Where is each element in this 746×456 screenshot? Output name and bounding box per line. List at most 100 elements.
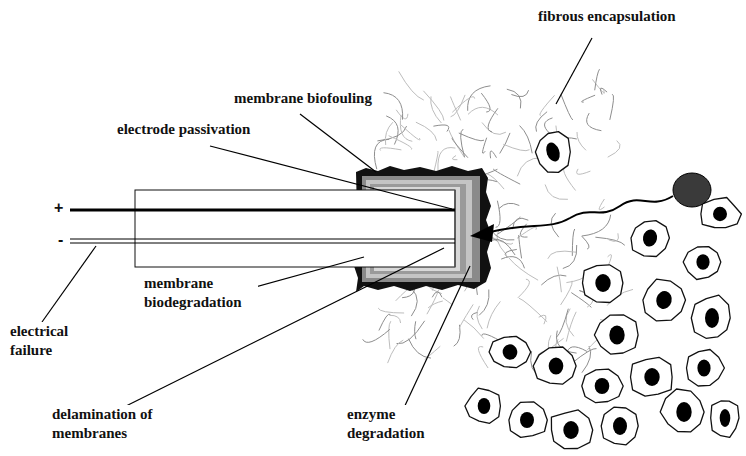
fiber bbox=[379, 314, 390, 330]
cell-nucleus bbox=[544, 141, 563, 164]
fiber bbox=[423, 91, 444, 121]
cell-membrane bbox=[582, 369, 623, 403]
inflammatory-cell bbox=[673, 173, 711, 207]
fiber bbox=[459, 304, 473, 328]
fiber bbox=[443, 298, 453, 305]
cell-nucleus bbox=[613, 417, 627, 435]
fiber bbox=[545, 118, 553, 133]
fiber bbox=[384, 93, 403, 120]
fiber bbox=[487, 174, 504, 189]
fiber bbox=[548, 251, 576, 259]
fiber bbox=[374, 139, 389, 169]
fiber bbox=[517, 227, 536, 238]
failure-mode-label: fibrous encapsulation bbox=[536, 7, 678, 26]
fiber bbox=[600, 88, 607, 95]
terminal-sign: + bbox=[52, 198, 65, 218]
fiber bbox=[487, 301, 500, 328]
fiber bbox=[496, 201, 500, 228]
fiber bbox=[592, 79, 604, 93]
leader-line bbox=[252, 257, 364, 288]
fiber bbox=[582, 95, 595, 102]
cell-membrane bbox=[465, 388, 501, 423]
fiber bbox=[397, 321, 425, 344]
cell-membrane bbox=[660, 389, 704, 432]
fiber bbox=[389, 136, 412, 150]
cell-nucleus bbox=[713, 207, 727, 221]
fiber bbox=[451, 95, 466, 117]
fiber bbox=[477, 306, 482, 329]
negative-wire bbox=[70, 243, 455, 244]
fiber bbox=[577, 169, 591, 174]
electrode-surface bbox=[454, 190, 456, 267]
leader-lines bbox=[42, 38, 592, 412]
fiber bbox=[482, 123, 506, 135]
fiber bbox=[399, 71, 424, 100]
fiber bbox=[428, 301, 443, 308]
cell-membrane bbox=[551, 410, 592, 449]
fiber bbox=[557, 309, 569, 337]
fiber bbox=[595, 237, 624, 245]
fiber bbox=[449, 130, 464, 157]
cell-nucleus bbox=[520, 412, 534, 428]
fiber bbox=[566, 312, 576, 342]
positive-wire bbox=[70, 209, 455, 212]
cell-membrane bbox=[594, 315, 638, 354]
fiber bbox=[564, 165, 576, 190]
failure-mode-label: membrane biofouling bbox=[232, 89, 374, 108]
migration-path bbox=[490, 196, 673, 232]
fiber bbox=[380, 148, 401, 151]
fiber bbox=[432, 292, 442, 298]
fiber bbox=[468, 86, 491, 111]
fiber bbox=[595, 69, 600, 90]
cell-nucleus bbox=[654, 289, 674, 310]
cell-nucleus bbox=[501, 343, 518, 361]
fiber bbox=[481, 93, 490, 112]
fiber bbox=[577, 132, 586, 150]
arrowhead bbox=[470, 224, 494, 242]
fiber bbox=[599, 199, 604, 210]
fiber bbox=[478, 347, 488, 368]
fiber bbox=[452, 156, 457, 160]
fiber bbox=[540, 95, 555, 115]
fiber bbox=[519, 298, 547, 322]
fiber bbox=[452, 138, 468, 158]
fiber bbox=[389, 321, 391, 349]
fiber bbox=[587, 113, 602, 131]
failure-mode-label: delamination of membranes bbox=[50, 405, 164, 443]
fiber bbox=[541, 275, 566, 285]
cell-membrane bbox=[601, 407, 638, 445]
leader-line bbox=[300, 114, 376, 172]
fiber bbox=[389, 315, 400, 323]
fiber bbox=[609, 233, 619, 241]
cell-nucleus bbox=[478, 398, 491, 414]
fiber bbox=[416, 122, 437, 141]
cell-nucleus bbox=[720, 409, 731, 427]
cell-membrane bbox=[489, 336, 531, 367]
cell-nucleus bbox=[642, 228, 659, 247]
fiber bbox=[519, 235, 522, 258]
cell-membrane bbox=[691, 295, 730, 338]
cell-membrane bbox=[533, 347, 576, 384]
cell-membrane bbox=[631, 357, 673, 396]
cell-membrane bbox=[701, 198, 742, 228]
fiber bbox=[507, 89, 521, 108]
fiber bbox=[582, 215, 611, 236]
fiber bbox=[401, 125, 420, 140]
cell-nucleus bbox=[676, 402, 691, 422]
cell-nucleus bbox=[644, 368, 659, 386]
cell-membrane bbox=[631, 221, 669, 257]
cell-membrane bbox=[509, 402, 547, 438]
cell-membrane bbox=[683, 247, 721, 280]
cell-membrane bbox=[711, 401, 739, 437]
fiber bbox=[483, 138, 487, 154]
cell-membrane bbox=[687, 350, 725, 387]
cell-nucleus bbox=[563, 421, 578, 439]
fiber bbox=[459, 133, 484, 141]
fiber bbox=[385, 122, 393, 145]
fiber bbox=[488, 108, 498, 132]
fiber bbox=[499, 203, 519, 208]
terminal-sign: - bbox=[56, 230, 65, 250]
fiber bbox=[505, 249, 517, 257]
fiber bbox=[608, 141, 620, 158]
